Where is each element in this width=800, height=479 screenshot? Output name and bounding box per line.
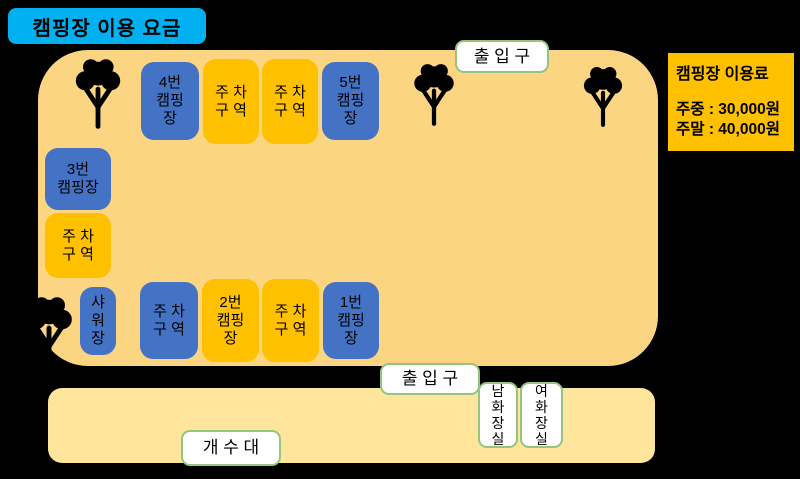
- zone-parking-top-2: 주 차 구 역: [262, 59, 318, 144]
- zone-camp5: 5번 캠핑 장: [322, 62, 379, 140]
- fee-weekend: 주말 : 40,000원: [676, 121, 780, 139]
- tree-icon: [58, 58, 138, 130]
- zone-label: 주 차 구 역: [274, 83, 306, 119]
- zone-label: 2번 캠핑 장: [216, 293, 245, 347]
- zone-label: 1번 캠핑 장: [337, 293, 365, 347]
- zone-camp2: 2번 캠핑 장: [202, 279, 259, 362]
- sink: 개 수 대: [181, 430, 281, 466]
- restroom-men: 남 화 장 실: [478, 382, 518, 448]
- zone-label: 주 차 구 역: [62, 227, 94, 263]
- zone-shower: 샤 워 장: [80, 287, 116, 355]
- zone-parking-top-1: 주 차 구 역: [203, 59, 259, 144]
- zone-parking-bottom-1: 주 차 구 역: [140, 282, 198, 359]
- zone-parking-left: 주 차 구 역: [45, 213, 111, 278]
- fee-info-box: 캠핑장 이용료 주중 : 30,000원 주말 : 40,000원: [666, 51, 796, 153]
- zone-label: 주 차 구 역: [215, 83, 247, 119]
- entrance-bottom: 출 입 구: [380, 363, 480, 395]
- zone-parking-bottom-2: 주 차 구 역: [262, 279, 319, 362]
- zone-camp1: 1번 캠핑 장: [323, 282, 379, 359]
- restroom-women-label: 여 화 장 실: [535, 382, 548, 448]
- tree-icon: [570, 66, 636, 128]
- sink-label: 개 수 대: [202, 438, 260, 458]
- tree-icon: [400, 63, 468, 127]
- zone-label: 4번 캠핑 장: [156, 74, 184, 127]
- zone-label: 주 차 구 역: [153, 302, 185, 338]
- zone-label: 샤 워 장: [91, 294, 105, 347]
- zone-camp3: 3번 캠핑장: [45, 148, 111, 210]
- service-area: [48, 388, 655, 463]
- zone-label: 주 차 구 역: [274, 302, 307, 338]
- zone-label: 3번 캠핑장: [57, 161, 99, 196]
- fee-weekday: 주중 : 30,000원: [676, 101, 780, 118]
- entrance-top: 출 입 구: [455, 40, 549, 73]
- zone-camp4: 4번 캠핑 장: [141, 62, 199, 140]
- entrance-top-label: 출 입 구: [473, 46, 531, 66]
- page-title: 캠핑장 이용 요금: [8, 8, 206, 44]
- entrance-bottom-label: 출 입 구: [401, 369, 459, 389]
- restroom-men-label: 남 화 장 실: [491, 382, 505, 448]
- page-title-label: 캠핑장 이용 요금: [32, 17, 182, 40]
- restroom-women: 여 화 장 실: [520, 382, 563, 448]
- zone-label: 5번 캠핑 장: [336, 74, 365, 127]
- fee-title: 캠핑장 이용료: [676, 66, 769, 83]
- tree-icon: [13, 296, 85, 370]
